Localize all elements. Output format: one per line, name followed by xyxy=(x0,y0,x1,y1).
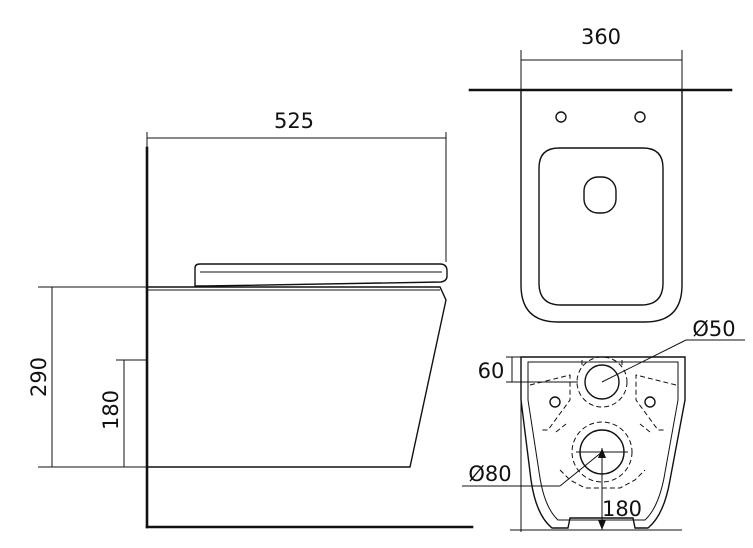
dim-180-back-arrow-bottom xyxy=(598,520,606,530)
dim-525-label: 525 xyxy=(274,109,314,133)
back-dashed-neck xyxy=(581,360,623,368)
top-view: 360 xyxy=(468,25,733,323)
dim-360-label: 360 xyxy=(581,25,621,49)
back-inner-outline xyxy=(527,361,679,521)
dim-180-back-label: 180 xyxy=(602,497,642,521)
back-dashed-rim-left xyxy=(529,374,571,431)
top-drain-hole xyxy=(583,176,617,214)
inlet-outer-circle xyxy=(576,356,628,408)
seat-lid xyxy=(194,263,448,287)
dim-d80-label: Ø80 xyxy=(468,462,511,486)
top-bowl-outline xyxy=(520,90,683,323)
back-fix-hole-right xyxy=(644,396,656,408)
back-fix-hole-left xyxy=(549,396,561,408)
dim-d50-label: Ø50 xyxy=(692,317,735,341)
dim-180-back-arrow-top xyxy=(598,448,606,458)
top-fix-hole-right xyxy=(634,111,646,123)
drain-leader xyxy=(559,451,603,487)
back-view: Ø50 Ø80 60 180 xyxy=(462,317,745,532)
back-outline xyxy=(520,356,686,529)
back-dashed-lower xyxy=(555,423,651,433)
inlet-circle xyxy=(584,364,620,400)
top-bowl-inner xyxy=(538,147,664,306)
side-view: 525 290 180 xyxy=(27,109,474,529)
dim-290-label: 290 xyxy=(27,357,51,397)
dim-180-side-label: 180 xyxy=(99,390,123,430)
inlet-leader xyxy=(601,339,687,383)
bowl-body xyxy=(147,286,447,468)
drain-outer-circle xyxy=(571,421,633,483)
top-fix-hole-left xyxy=(555,111,567,123)
dim-60-label: 60 xyxy=(478,359,505,383)
back-dashed-rim-right xyxy=(635,374,677,431)
